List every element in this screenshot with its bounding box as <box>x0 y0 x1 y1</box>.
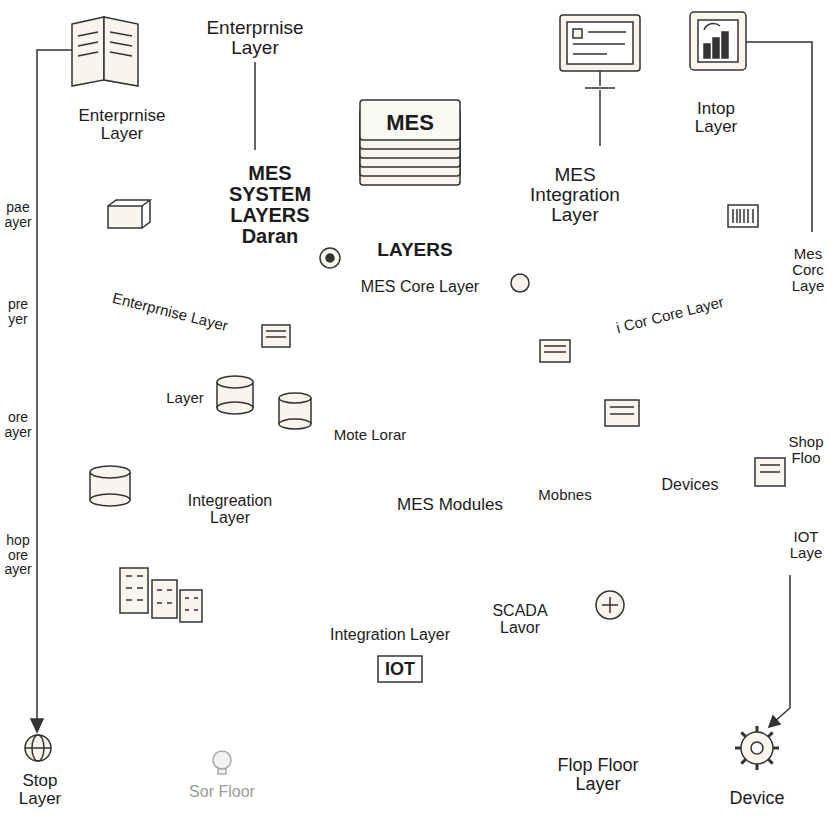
globe-icon <box>25 735 51 761</box>
plate-face <box>45 400 800 585</box>
layer-label: hop ore ayer <box>3 533 33 577</box>
layer-text: Layer <box>166 390 204 406</box>
layer-text: Integreation Layer <box>180 493 280 527</box>
layer-text: Devices <box>662 477 719 494</box>
mes-stack-icon <box>360 100 460 185</box>
layer-label: Sor Floor <box>189 784 255 801</box>
layer-label: IOT Laye <box>784 529 828 561</box>
layer-label: Enterprnise Layer <box>195 18 315 58</box>
building-icons <box>120 568 202 622</box>
plate-face <box>52 410 425 493</box>
layer-text: SCADA Lavor <box>490 603 550 637</box>
layer-label: pae ayer <box>3 200 33 229</box>
monitor-icon <box>560 15 640 88</box>
plate-shape <box>52 310 795 493</box>
plate-face <box>425 410 795 493</box>
layer-label: Device <box>729 789 784 808</box>
chart-icon <box>690 12 746 70</box>
plate-face <box>430 218 805 363</box>
plate-face <box>58 96 805 343</box>
layer-text: LAYERS <box>377 240 452 260</box>
layer-label: Flop Floor Layer <box>538 756 658 794</box>
plate-shape <box>40 500 775 717</box>
layer-label: ore ayer <box>3 410 33 439</box>
layer-label: Intop Layer <box>681 100 751 136</box>
plate-face <box>420 600 775 717</box>
plate-face <box>55 222 805 392</box>
layer-text: Mote Lorar <box>334 427 407 443</box>
layer-text: MES SYSTEM LAYERS Daran <box>215 163 325 247</box>
layer-plate: Integration Layer SCADA LavorIOT <box>40 500 775 717</box>
layer-text: MES Modules <box>397 496 503 514</box>
plate-face <box>425 500 800 605</box>
layer-plate: LayerMote Lorar <box>52 310 795 493</box>
layer-text: IOT <box>385 660 415 679</box>
layer-label: pre yer <box>3 297 33 326</box>
plate-face <box>40 600 420 717</box>
plate-face <box>52 310 795 475</box>
layer-text: MES <box>386 111 434 134</box>
bulb-icon <box>213 751 231 774</box>
layer-label: Stop Layer <box>15 772 65 808</box>
layer-text: Integration Layer <box>330 627 450 644</box>
plate-face <box>55 322 430 410</box>
plate-shape <box>58 96 805 363</box>
gear-icon <box>735 726 779 770</box>
layer-text: MES Integration Layer <box>510 165 640 225</box>
layer-plate: MES Modules Mobnes DevicesIntegreation Lay… <box>45 400 800 605</box>
device-icons <box>108 200 785 682</box>
leader-line <box>31 42 812 732</box>
plate-face <box>40 500 775 695</box>
layer-text: i Cor Core Layer <box>615 294 726 336</box>
layer-text: MES Core Layer <box>361 279 479 296</box>
layer-text: Enterprnise Layer <box>111 290 230 334</box>
layer-label: Shop Floo <box>784 434 828 466</box>
layer-text: Mobnes <box>538 487 591 503</box>
layer-plate: MES MES SYSTEM LAYERS Daran MES Integratio… <box>58 96 805 363</box>
layer-label: Mes Corc Laye <box>786 246 830 293</box>
drum-icons <box>90 376 311 506</box>
book-icon <box>72 17 138 86</box>
layer-label: Enterprnise Layer <box>72 107 172 143</box>
